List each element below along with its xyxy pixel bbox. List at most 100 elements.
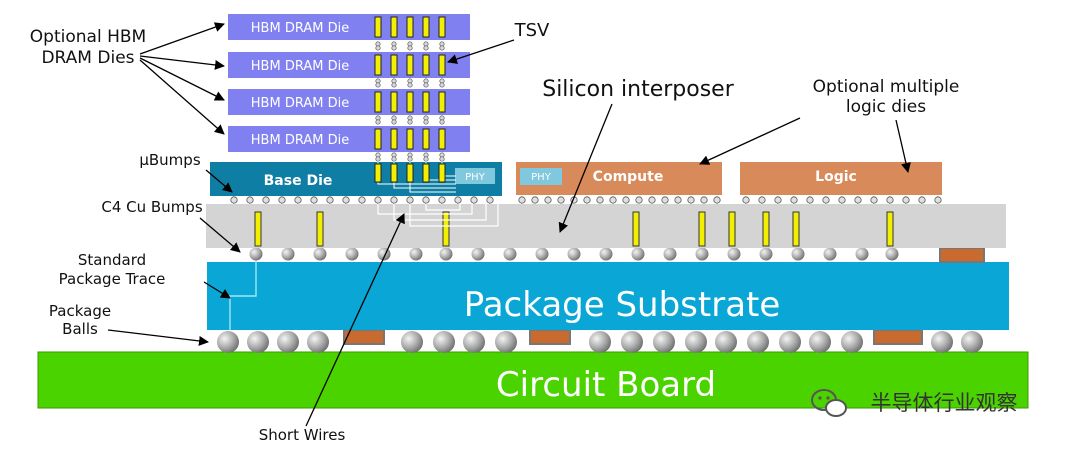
package-balls xyxy=(217,331,983,353)
tsv xyxy=(374,16,382,38)
micro-bump xyxy=(374,196,382,204)
micro-bump xyxy=(423,156,429,162)
optional-hbm-label-1: Optional HBM xyxy=(30,27,146,47)
tsv xyxy=(374,54,382,76)
micro-bump xyxy=(687,196,695,204)
c4-bump xyxy=(791,247,805,261)
tsv xyxy=(438,163,446,183)
package-ball xyxy=(715,331,737,353)
micro-bump xyxy=(870,196,878,204)
svg-text:HBM DRAM Die: HBM DRAM Die xyxy=(251,133,349,148)
micro-bump xyxy=(391,119,397,125)
ubumps-arrow xyxy=(205,169,233,193)
tsv xyxy=(438,54,446,76)
micro-bumps xyxy=(230,196,942,204)
tsv xyxy=(438,128,446,150)
standard-trace-label-1: Standard xyxy=(78,251,146,269)
micro-bump xyxy=(583,196,591,204)
interposer-via xyxy=(442,211,450,247)
tsv-arrow xyxy=(447,39,515,64)
tsv xyxy=(422,91,430,113)
c4-bump xyxy=(855,247,869,261)
micro-bump xyxy=(246,196,254,204)
hbm-dram-die: HBM DRAM Die xyxy=(228,89,470,115)
micro-bump xyxy=(391,82,397,88)
silicon-interposer-label: Silicon interposer xyxy=(542,77,734,102)
svg-text:HBM DRAM Die: HBM DRAM Die xyxy=(251,59,349,74)
micro-bump xyxy=(439,156,445,162)
micro-bump xyxy=(838,196,846,204)
tsv xyxy=(406,91,414,113)
micro-bump xyxy=(934,196,942,204)
c4-bump xyxy=(503,247,517,261)
micro-bump xyxy=(596,196,604,204)
micro-bump xyxy=(557,196,565,204)
standard-trace-arrow xyxy=(203,281,231,299)
base-die-phy xyxy=(455,168,495,184)
micro-bump xyxy=(422,196,430,204)
circuit-board-label: Circuit Board xyxy=(496,365,716,405)
micro-bump xyxy=(375,45,381,51)
micro-bump xyxy=(470,196,478,204)
tsv xyxy=(390,128,398,150)
micro-bump xyxy=(454,196,462,204)
micro-bump xyxy=(423,82,429,88)
micro-bump xyxy=(518,196,526,204)
micro-bump xyxy=(790,196,798,204)
micro-bump xyxy=(661,196,669,204)
micro-bump xyxy=(407,156,413,162)
tsv xyxy=(406,16,414,38)
micro-bump xyxy=(342,196,350,204)
tsv xyxy=(390,91,398,113)
optional-logic-label-1: Optional multiple xyxy=(813,77,960,97)
c4-bump xyxy=(567,247,581,261)
package-ball xyxy=(217,331,239,353)
micro-bump xyxy=(713,196,721,204)
base-die xyxy=(210,162,502,196)
tsv xyxy=(374,91,382,113)
package-ball xyxy=(961,331,983,353)
interposer-via xyxy=(886,211,894,247)
micro-bump xyxy=(774,196,782,204)
micro-bump xyxy=(391,156,397,162)
micro-bump xyxy=(674,196,682,204)
micro-bump xyxy=(609,196,617,204)
micro-bump xyxy=(230,196,238,204)
micro-bump xyxy=(544,196,552,204)
micro-bump xyxy=(439,45,445,51)
c4-cu-bumps xyxy=(249,247,899,261)
c4-bump xyxy=(281,247,295,261)
package-ball xyxy=(841,331,863,353)
substrate-capacitor xyxy=(939,247,985,263)
c4-bump xyxy=(727,247,741,261)
micro-bump xyxy=(648,196,656,204)
micro-bump xyxy=(635,196,643,204)
package-ball xyxy=(495,331,517,353)
tsv xyxy=(438,16,446,38)
tsv xyxy=(422,128,430,150)
package-ball xyxy=(401,331,423,353)
micro-bump xyxy=(375,82,381,88)
base-die-phy-label: PHY xyxy=(465,172,486,183)
hbm-dram-die: HBM DRAM Die xyxy=(228,52,470,78)
hbm-dram-die: HBM DRAM Die xyxy=(228,126,470,152)
standard-package-trace xyxy=(229,260,257,330)
c4-bump xyxy=(663,247,677,261)
micro-bump xyxy=(278,196,286,204)
tsv xyxy=(390,163,398,183)
package-ball xyxy=(621,331,643,353)
tsv xyxy=(422,163,430,183)
package-ball xyxy=(247,331,269,353)
micro-bump xyxy=(407,45,413,51)
c4-bump xyxy=(599,247,613,261)
micro-bump xyxy=(742,196,750,204)
watermark: 半导体行业观察 xyxy=(811,389,1018,417)
micro-bump xyxy=(326,196,334,204)
c4-bump xyxy=(631,247,645,261)
tsv xyxy=(406,163,414,183)
micro-bump xyxy=(423,119,429,125)
micro-bump xyxy=(439,82,445,88)
tsv xyxy=(406,128,414,150)
package-ball xyxy=(809,331,831,353)
